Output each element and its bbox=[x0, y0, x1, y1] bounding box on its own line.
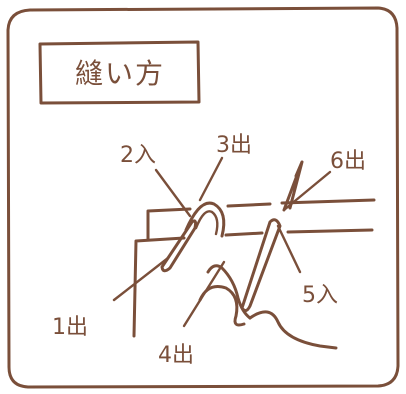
fabric-upper bbox=[146, 198, 376, 242]
label-step5: 5入 bbox=[302, 283, 338, 308]
label-step6: 6出 bbox=[330, 149, 366, 174]
leader-6 bbox=[282, 170, 332, 212]
thread-4-loop bbox=[206, 264, 252, 320]
stitch-1-2 bbox=[160, 219, 198, 273]
leader-2 bbox=[154, 168, 192, 218]
leader-1 bbox=[112, 256, 170, 302]
trailing-thread bbox=[248, 310, 338, 350]
label-step1: 1出 bbox=[52, 315, 88, 340]
thread-4-loop-2 bbox=[198, 285, 246, 327]
thread-loop-3 bbox=[184, 201, 226, 238]
title-text: 縫い方 bbox=[75, 57, 165, 90]
leader-4 bbox=[182, 260, 226, 328]
thread-loop-3-inner bbox=[194, 210, 219, 236]
label-step3: 3出 bbox=[216, 133, 252, 158]
fabric-lower bbox=[132, 228, 374, 338]
label-step2: 2入 bbox=[120, 143, 156, 168]
title-box bbox=[38, 40, 201, 105]
needle-6 bbox=[282, 160, 304, 212]
leader-3 bbox=[198, 156, 224, 202]
label-step4: 4出 bbox=[158, 343, 194, 368]
leader-5 bbox=[276, 224, 302, 274]
outer-frame bbox=[6, 6, 400, 389]
